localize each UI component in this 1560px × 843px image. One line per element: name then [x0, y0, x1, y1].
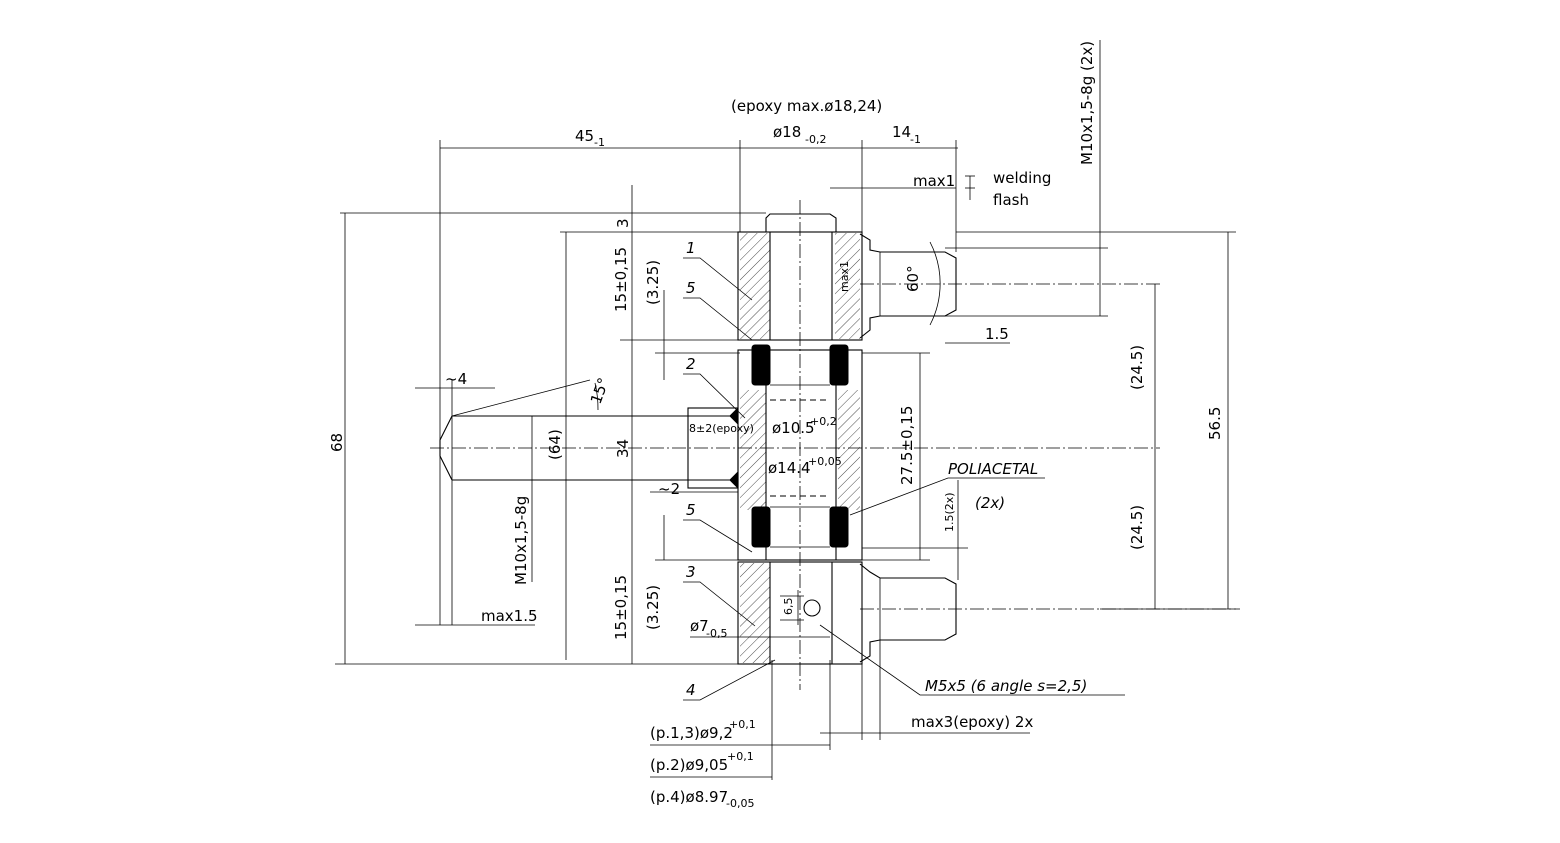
approx-4-label: ~4: [445, 370, 467, 388]
dim-325-top-label: (3.25): [644, 260, 662, 305]
dim-1-5-right-label: 1.5: [985, 325, 1009, 343]
dim-15-bot-label: 15±0,15: [612, 575, 630, 640]
part-1-hatch-left: [740, 233, 770, 339]
dia-7-label: ø7: [690, 617, 709, 635]
part-label-1: 1: [686, 239, 696, 257]
dim-27-5-label: 27.5±0,15: [898, 406, 916, 485]
leader-lines: [683, 257, 1125, 701]
dim-6-5-label: 6,5: [782, 598, 795, 616]
seal-bottom-right: [829, 506, 849, 548]
seal-top-right: [829, 344, 849, 386]
thread-left-label: M10x1,5-8g: [512, 496, 530, 585]
tolerance-label: -0,5: [706, 627, 727, 640]
thread-top-label: M10x1,5-8g (2x): [1078, 41, 1096, 165]
part-geometry: [340, 200, 1240, 690]
part-label-5-bottom: 5: [686, 501, 696, 519]
dim-68-label: 68: [328, 433, 346, 452]
dimension-lines: [335, 40, 1236, 780]
dim-24-5-bot-label: (24.5): [1128, 505, 1146, 550]
tolerance-label: -0,2: [805, 133, 826, 146]
p4-label: (p.4)ø8.97: [650, 788, 728, 806]
approx-2-label: ~2: [658, 480, 680, 498]
m5-label: M5x5 (6 angle s=2,5): [925, 677, 1087, 695]
part-label-5-top: 5: [686, 279, 696, 297]
welding-label: welding: [993, 169, 1051, 187]
tolerance-label: +0,2: [810, 415, 837, 428]
dia-14-4-label: ø14.4: [768, 459, 811, 477]
part-2-hatch-left: [740, 390, 766, 510]
part-label-4: 4: [686, 681, 696, 699]
dia-18-label: ø18: [773, 123, 801, 141]
p2-label: (p.2)ø9,05: [650, 756, 728, 774]
material-qty-label: (2x): [975, 494, 1005, 512]
part-label-3: 3: [686, 563, 696, 581]
max1-5-label: max1.5: [481, 607, 538, 625]
seal-top-left: [751, 344, 771, 386]
max3-epoxy-label: max3(epoxy) 2x: [911, 713, 1033, 731]
epoxy-dia-label: (epoxy max.ø18,24): [731, 97, 882, 115]
dia-10-5-label: ø10.5: [772, 419, 815, 437]
part-3-hatch-left: [740, 563, 770, 663]
p13-label: (p.1,3)ø9,2: [650, 724, 733, 742]
dim-56-5-label: 56.5: [1206, 407, 1224, 440]
tolerance-label: -1: [594, 136, 605, 149]
tolerance-label: +0,1: [727, 750, 754, 763]
dim-34-label: 34: [614, 439, 632, 458]
len-14-label: 14: [892, 123, 911, 141]
part-label-2: 2: [686, 355, 696, 373]
angle-60-label: 60°: [904, 265, 922, 292]
tolerance-label: -1: [910, 133, 921, 146]
material-label: POLIACETAL: [948, 460, 1038, 478]
dim-15-top-label: 15±0,15: [612, 247, 630, 312]
flash-label: flash: [993, 191, 1029, 209]
dim-325-bot-label: (3.25): [644, 585, 662, 630]
part-1-hatch-right: [835, 233, 860, 339]
hex-socket: [803, 599, 821, 617]
max1-side-label: max1: [838, 261, 851, 292]
dim-3-label: 3: [614, 218, 632, 228]
seal-bottom-left: [751, 506, 771, 548]
tolerance-label: -0,05: [726, 797, 754, 810]
tolerance-label: +0,1: [729, 718, 756, 731]
len-45-label: 45: [575, 127, 594, 145]
epoxy-8-label: 8±2(epoxy): [689, 422, 754, 435]
dimension-text: (epoxy max.ø18,24) 45 -1 ø18 -0,2 14 -1 …: [328, 41, 1224, 810]
angle-15-label: 15°: [587, 375, 613, 406]
tolerance-label: +0,05: [808, 455, 842, 468]
dim-1-5-2x-label: 1.5(2x): [943, 492, 956, 532]
part-2-hatch-right: [838, 390, 860, 510]
dim-24-5-top-label: (24.5): [1128, 345, 1146, 390]
max1-top-label: max1: [913, 172, 955, 190]
dim-64-label: (64): [546, 429, 564, 460]
part-labels: 1 5 2 5 3 4: [686, 239, 696, 699]
